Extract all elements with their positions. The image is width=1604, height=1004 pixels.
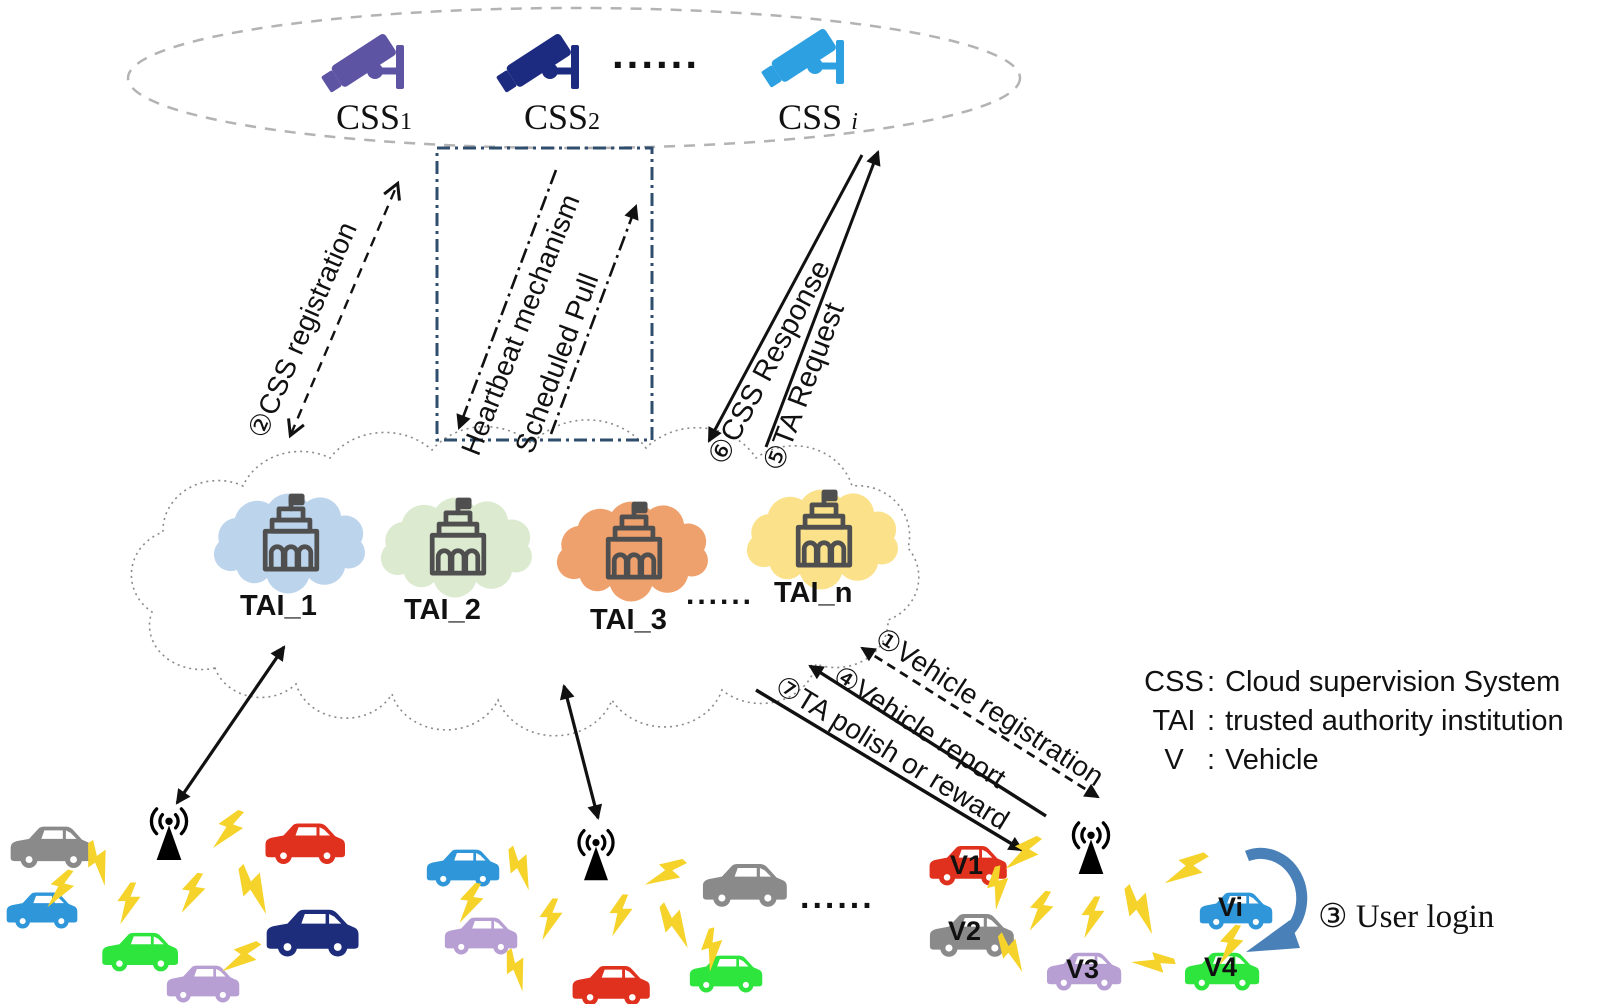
lightning-icon: [116, 882, 142, 926]
car-icon: [3, 818, 95, 872]
tai1-label: TAI_1: [240, 590, 317, 622]
arrow-label-user-login: ③ User login: [1318, 899, 1495, 935]
vehicle-registration-arrow: [860, 646, 1100, 799]
cctv-camera-icon: [487, 15, 587, 100]
lightning-icon: [608, 894, 634, 938]
tai-ellipsis-dots: ......: [686, 578, 755, 611]
car-icon: [565, 958, 653, 1004]
cctv-camera-icon: [752, 10, 852, 95]
vehicle-label-v3: V3: [1066, 954, 1100, 984]
vehicle-report-arrow: [808, 664, 1047, 818]
css2-label: CSS2: [523, 97, 601, 137]
legend: CSS:Cloud supervision System TAI:trusted…: [1143, 666, 1564, 783]
tai2-label: TAI_2: [404, 594, 481, 626]
lightning-icon: [1080, 896, 1106, 940]
vehicle-ellipsis-dots: ......: [800, 878, 875, 916]
antenna-icon: [1058, 812, 1124, 880]
lightning-icon: [538, 898, 564, 942]
antenna-icon: [564, 820, 628, 886]
tai3-label: TAI_3: [590, 604, 667, 636]
government-building-icon: [781, 486, 867, 572]
vehicle-label-v2: V2: [948, 916, 982, 946]
cctv-camera-icon: [312, 15, 412, 100]
tai1-antenna-arrow: [175, 645, 286, 805]
vehicle-label-v1: V1: [950, 850, 984, 880]
css1-label: CSS1: [335, 97, 413, 137]
antenna-icon: [136, 798, 202, 866]
car-icon: [258, 815, 348, 868]
css-registration-arrow: [287, 180, 401, 439]
legend-row-tai: TAI:trusted authority institution: [1152, 705, 1564, 737]
scheduled-pull-arrow: [549, 204, 639, 435]
vehicle-label-vi: Vi: [1218, 892, 1244, 922]
legend-row-css: CSS:Cloud supervision System: [1144, 666, 1561, 698]
legend-row-v: V:Vehicle: [1164, 744, 1319, 776]
ta-polish-arrow: [755, 688, 1024, 852]
css-response-arrow: [707, 154, 864, 443]
cssi-label: CSS i: [778, 97, 858, 137]
heartbeat-arrow: [456, 169, 558, 430]
ta-request-arrow: [764, 150, 881, 448]
user-login-arrow: [1245, 847, 1308, 952]
tain-label: TAI_n: [774, 577, 853, 609]
car-icon: [695, 855, 790, 911]
sync-box: [435, 146, 654, 442]
vehicle-label-v4: V4: [1204, 952, 1238, 982]
tai2-antenna-arrow: [559, 683, 603, 821]
government-building-icon: [415, 494, 501, 580]
government-building-icon: [591, 498, 677, 584]
government-building-icon: [248, 490, 334, 576]
css-ellipsis-dots: ......: [612, 30, 701, 77]
tai-cloud-outline: [130, 419, 920, 737]
